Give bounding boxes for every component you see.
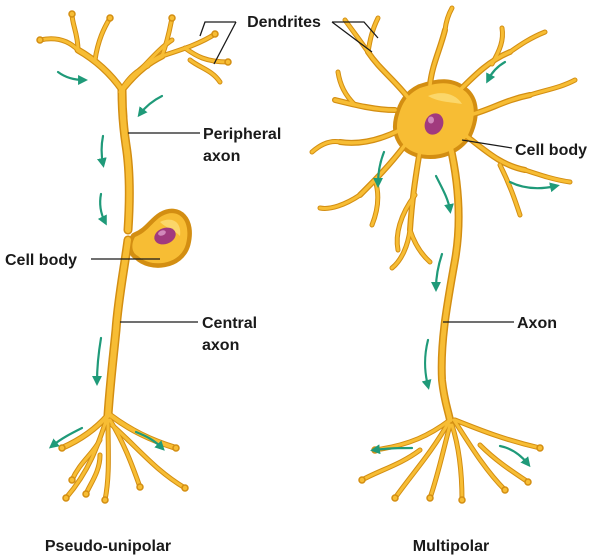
caption-pseudo-unipolar: Pseudo-unipolar [45,538,171,555]
multipolar-nucleus-shine [428,116,434,124]
cell-body-label-left: Cell body [5,252,77,269]
flow-arrow [96,134,107,168]
flow-arrow [48,426,84,449]
captions: Pseudo-unipolar Multipolar [45,538,489,555]
flow-arrow [486,60,507,84]
axon-label: Axon [517,315,557,332]
central-axon-label-line2: axon [202,337,239,354]
peripheral-axon-label-line2: axon [203,148,240,165]
dendrites-label: Dendrites [247,14,321,31]
flow-arrow [137,94,164,118]
multipolar-cell-body-highlight [428,93,462,104]
caption-multipolar: Multipolar [413,538,489,555]
flow-arrow [97,192,107,226]
flow-arrow [434,174,454,214]
labels: Dendrites Peripheral axon Cell body Cent… [5,14,587,354]
flow-arrow [92,336,103,386]
flow-arrows [48,60,560,468]
pseudo-unipolar-neuron [36,10,232,504]
pseudo-unipolar-nucleus-shine [158,230,166,236]
central-axon-label: Central [202,315,257,332]
flow-arrow [56,70,88,85]
leader-lines [91,21,514,323]
multipolar-neuron [309,5,578,504]
flow-arrow [431,252,444,292]
flow-arrow [498,444,531,468]
peripheral-axon-label: Peripheral [203,126,281,143]
dendrites-leader [199,21,237,65]
flow-arrow [134,430,165,451]
flow-arrow [370,444,414,455]
cell-body-label-right: Cell body [515,142,587,159]
flow-arrow [421,338,432,390]
flow-arrow [373,150,386,188]
cell-body-leader-right [461,139,513,149]
dendrites-leader [331,21,379,53]
flow-arrow [508,180,560,193]
axon-terminal-knobs-left [36,10,232,504]
